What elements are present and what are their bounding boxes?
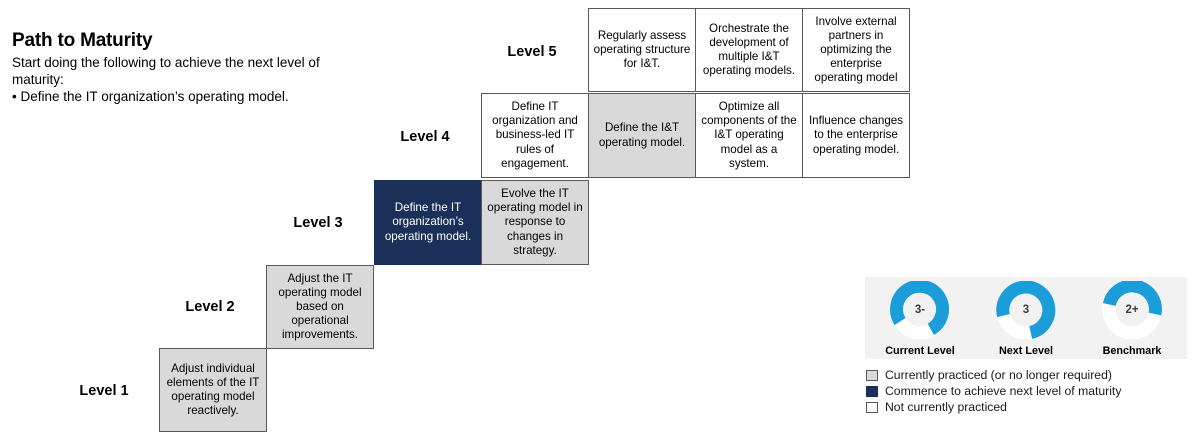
legend-swatch-gray-icon xyxy=(866,370,878,381)
maturity-cell-l5-c1: Regularly assess operating structure for… xyxy=(588,8,696,92)
maturity-cell-l4-c3: Optimize all components of the I&T opera… xyxy=(695,93,803,178)
header-block: Path to Maturity Start doing the followi… xyxy=(12,30,372,106)
gauge-next-level: 3 Next Level xyxy=(990,281,1062,357)
gauge-donut-icon xyxy=(890,281,950,339)
level-label-5: Level 5 xyxy=(507,44,557,60)
legend-swatch-white-icon xyxy=(866,402,878,413)
maturity-cell-l1-c1: Adjust individual elements of the IT ope… xyxy=(159,348,267,432)
level-label-2: Level 2 xyxy=(185,299,235,315)
legend-label-commence: Commence to achieve next level of maturi… xyxy=(885,384,1122,399)
legend-label-not-practiced: Not currently practiced xyxy=(885,400,1007,415)
maturity-cell-l3-c1: Define the IT organization’s operating m… xyxy=(374,180,482,265)
legend-item-practiced: Currently practiced (or no longer requir… xyxy=(866,368,1196,383)
legend-item-not-practiced: Not currently practiced xyxy=(866,400,1196,415)
gauge-donut-icon xyxy=(996,281,1056,339)
maturity-cell-l5-c2: Orchestrate the development of multiple … xyxy=(695,8,803,92)
level-label-3: Level 3 xyxy=(293,215,343,231)
maturity-cell-l4-c1: Define IT organization and business-led … xyxy=(481,93,589,178)
level-label-1: Level 1 xyxy=(79,383,129,399)
legend-item-commence: Commence to achieve next level of maturi… xyxy=(866,384,1196,399)
gauge-label-current: Current Level xyxy=(885,345,955,357)
maturity-cell-l2-c1: Adjust the IT operating model based on o… xyxy=(266,265,374,349)
maturity-cell-l4-c2: Define the I&T operating model. xyxy=(588,93,696,178)
legend: Currently practiced (or no longer requir… xyxy=(866,368,1196,416)
gauge-current-level: 3- Current Level xyxy=(884,281,956,357)
level-label-4: Level 4 xyxy=(400,129,450,145)
maturity-cell-l5-c3: Involve external partners in optimizing … xyxy=(802,8,910,92)
page-title: Path to Maturity xyxy=(12,30,153,51)
maturity-cell-l4-c4: Influence changes to the enterprise oper… xyxy=(802,93,910,178)
gauge-panel: 3- Current Level 3 Next Level 2+ Benchma… xyxy=(865,277,1187,359)
header-subtitle: Start doing the following to achieve the… xyxy=(12,54,320,88)
maturity-cell-l3-c2: Evolve the IT operating model in respons… xyxy=(481,180,589,265)
legend-swatch-navy-icon xyxy=(866,386,878,397)
legend-label-practiced: Currently practiced (or no longer requir… xyxy=(885,368,1112,383)
header-bullet-item: • Define the IT organization’s operating… xyxy=(12,89,289,105)
gauge-label-next: Next Level xyxy=(998,345,1053,357)
gauge-label-benchmark: Benchmark xyxy=(1102,345,1162,357)
gauge-benchmark: 2+ Benchmark xyxy=(1096,281,1168,357)
gauge-donut-icon xyxy=(1102,281,1162,339)
